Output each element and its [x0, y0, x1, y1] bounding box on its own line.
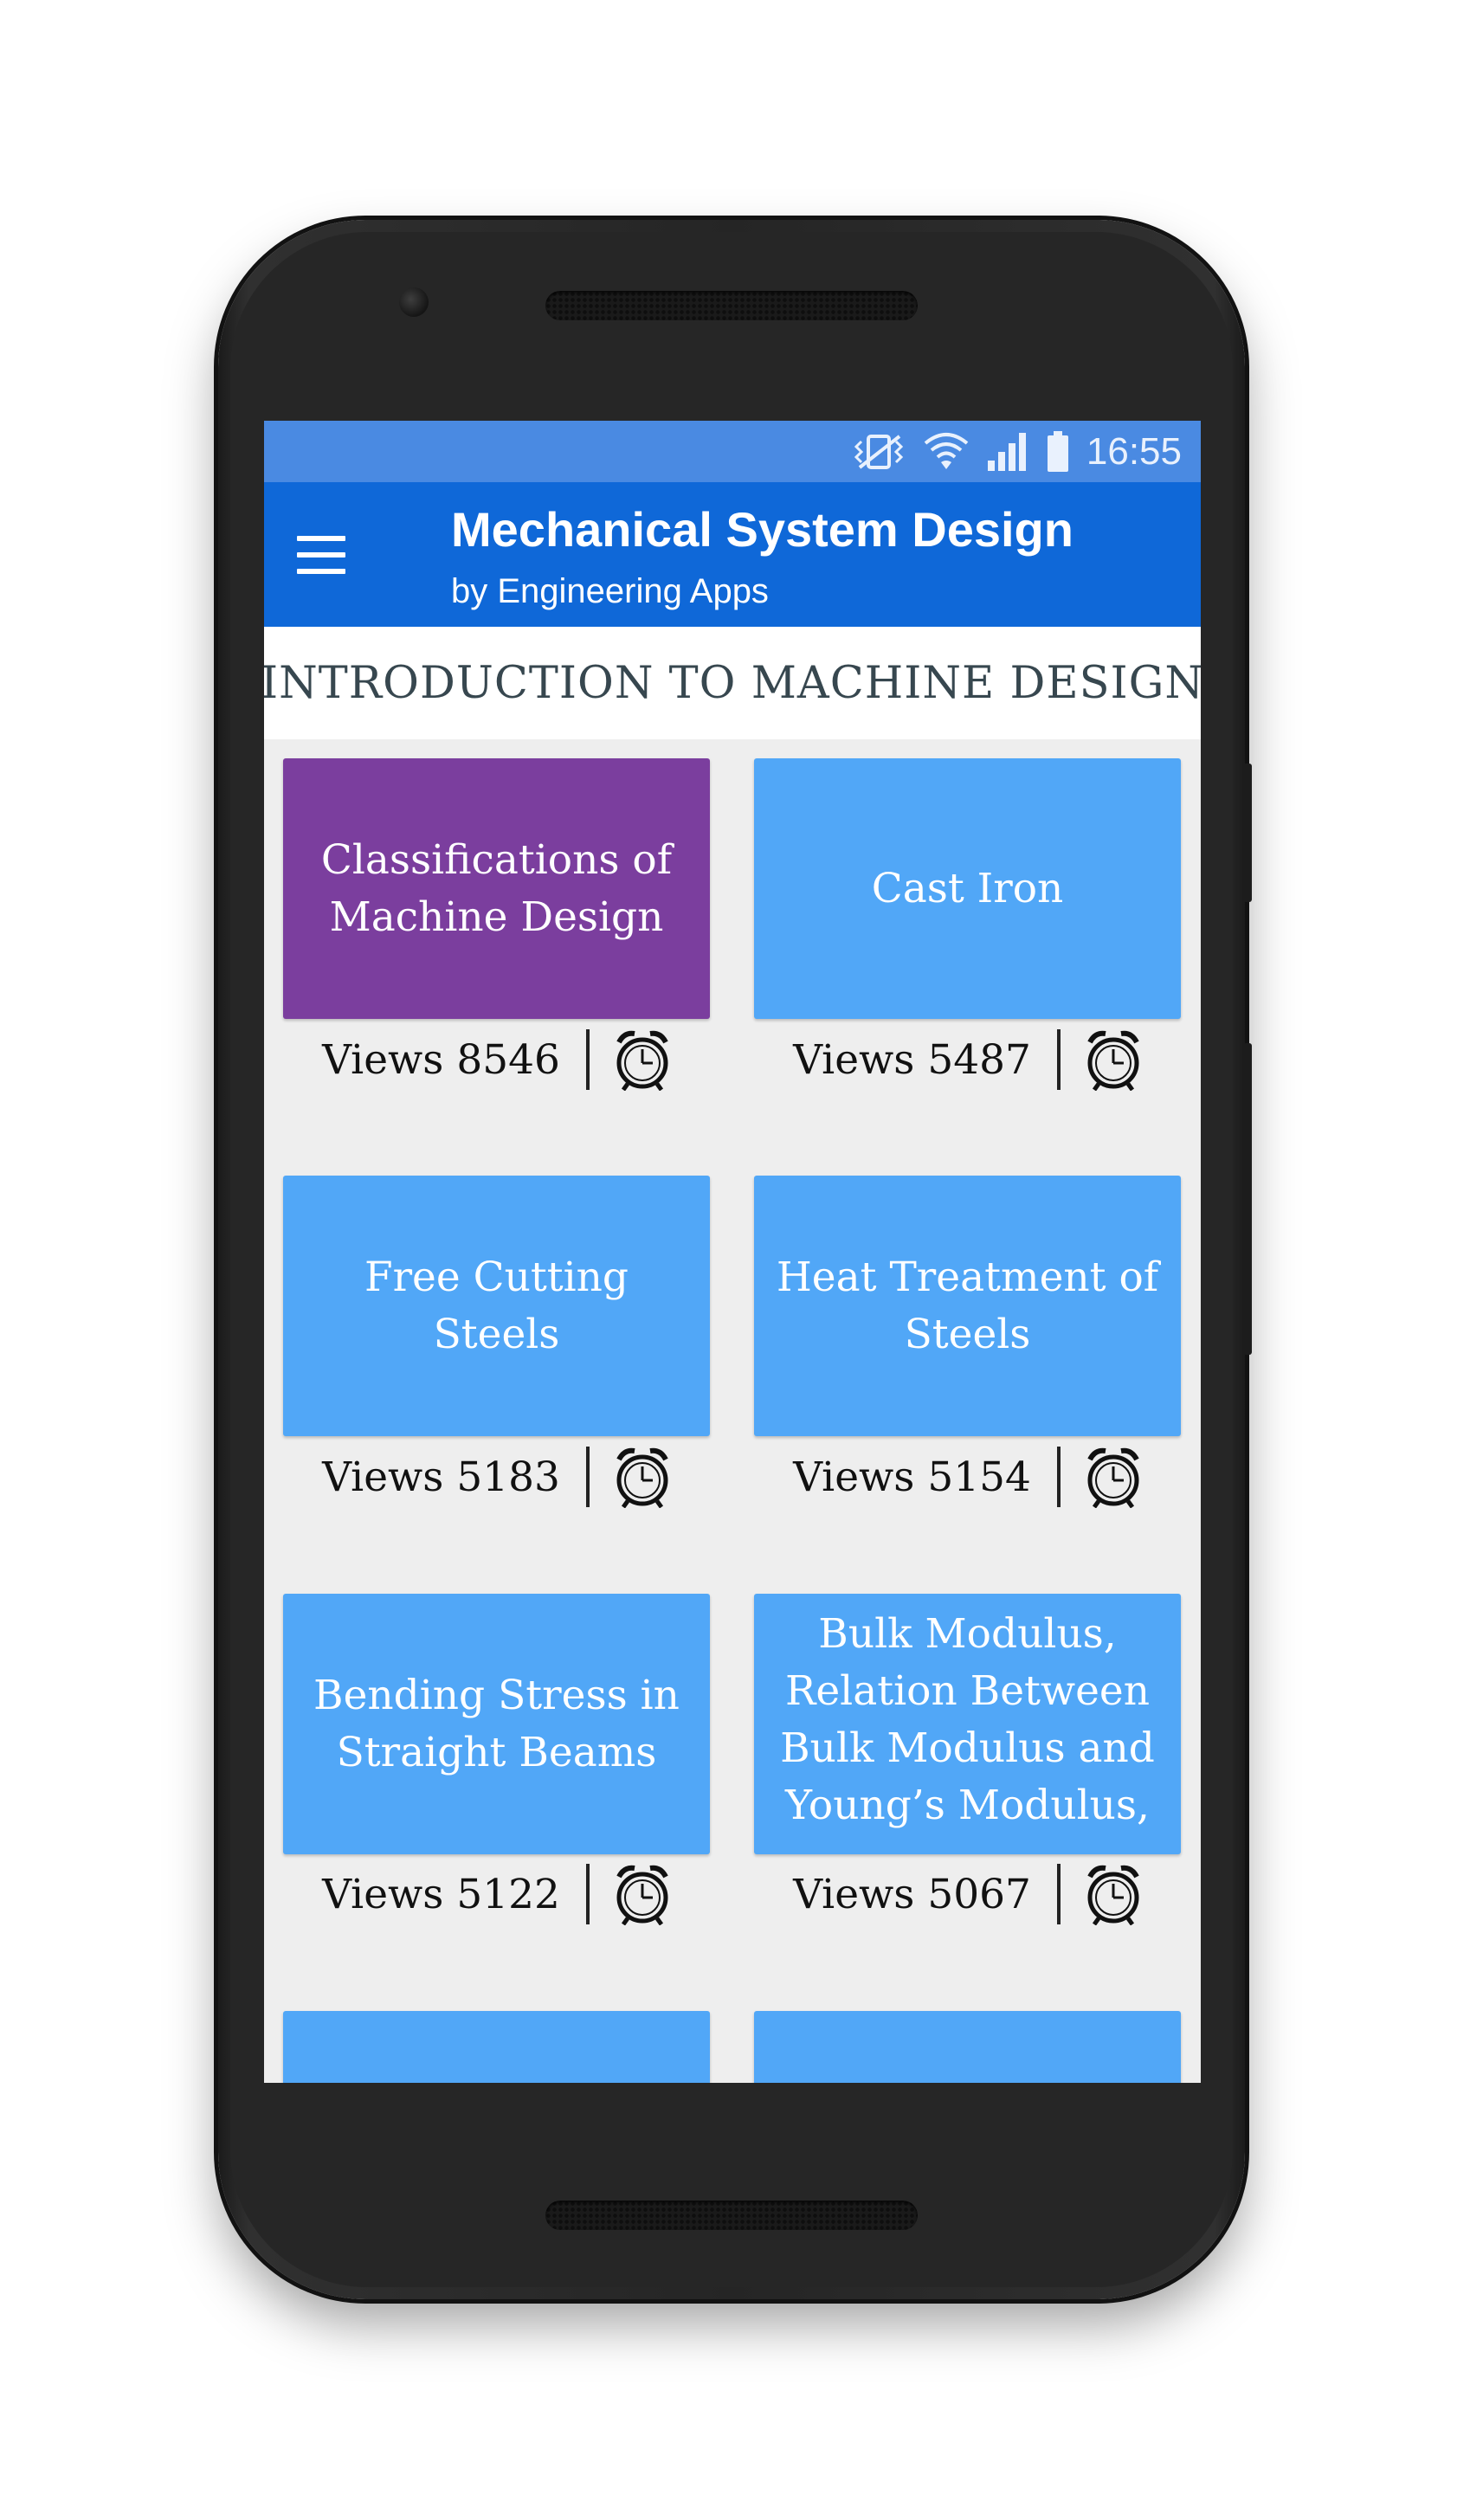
meta-divider: [585, 1447, 590, 1507]
meta-divider: [585, 1029, 590, 1090]
topic-grid: Classifications of Machine Design Cast I…: [264, 421, 1201, 2083]
topic-card[interactable]: Classifications of Machine Design: [283, 758, 710, 1019]
bottom-speaker-grille: [545, 2201, 918, 2230]
app-subtitle: by Engineering Apps: [451, 572, 769, 610]
views-count: Views 5122: [322, 1870, 560, 1918]
views-count: Views 5154: [793, 1453, 1031, 1501]
alarm-clock-icon[interactable]: [1085, 1028, 1142, 1091]
power-button: [1243, 764, 1252, 902]
front-camera: [399, 287, 429, 317]
battery-icon: [1047, 430, 1068, 472]
hamburger-menu-icon[interactable]: [297, 531, 345, 579]
topic-card[interactable]: Cast Iron: [754, 758, 1181, 1019]
alarm-clock-icon[interactable]: [1085, 1863, 1142, 1925]
alarm-clock-icon[interactable]: [614, 1446, 671, 1508]
menu-line: [297, 536, 345, 541]
views-count: Views 5487: [793, 1035, 1031, 1084]
alarm-clock-icon[interactable]: [1085, 1446, 1142, 1508]
topic-card[interactable]: Bulk Modulus, Relation Between Bulk Modu…: [754, 1594, 1181, 1854]
topic-card[interactable]: [754, 2011, 1181, 2083]
meta-divider: [1056, 1864, 1061, 1924]
vibrate-icon: [854, 434, 904, 469]
meta-divider: [1056, 1447, 1061, 1507]
topic-meta: Views 5154: [754, 1444, 1181, 1510]
top-speaker-grille: [545, 291, 918, 320]
topic-meta: Views 5122: [283, 1861, 710, 1927]
status-bar: 16:55: [264, 421, 1201, 482]
app-title: Mechanical System Design: [451, 502, 1073, 557]
menu-line: [297, 569, 345, 574]
topic-meta: Views 5487: [754, 1027, 1181, 1092]
app-bar: Mechanical System Design by Engineering …: [264, 482, 1201, 627]
views-count: Views 5067: [793, 1870, 1031, 1918]
meta-divider: [1056, 1029, 1061, 1090]
app-screen: 16:55 Mechanical System Design by Engine…: [264, 421, 1201, 2083]
topic-meta: Views 8546: [283, 1027, 710, 1092]
alarm-clock-icon[interactable]: [614, 1863, 671, 1925]
topic-meta: Views 5183: [283, 1444, 710, 1510]
signal-icon: [987, 432, 1026, 471]
views-count: Views 5183: [322, 1453, 560, 1501]
topic-meta: Views 5067: [754, 1861, 1181, 1927]
views-count: Views 8546: [322, 1035, 560, 1084]
topic-card[interactable]: [283, 2011, 710, 2083]
volume-button: [1243, 1043, 1252, 1355]
alarm-clock-icon[interactable]: [614, 1028, 671, 1091]
topic-card[interactable]: Bending Stress in Straight Beams: [283, 1594, 710, 1854]
status-icons: 16:55: [851, 421, 1182, 482]
status-time: 16:55: [1086, 429, 1182, 473]
menu-line: [297, 552, 345, 557]
topic-card[interactable]: Heat Treatment of Steels: [754, 1176, 1181, 1436]
section-title: INTRODUCTION TO MACHINE DESIGN: [264, 627, 1201, 739]
topic-card[interactable]: Free Cutting Steels: [283, 1176, 710, 1436]
meta-divider: [585, 1864, 590, 1924]
wifi-icon: [924, 432, 969, 469]
